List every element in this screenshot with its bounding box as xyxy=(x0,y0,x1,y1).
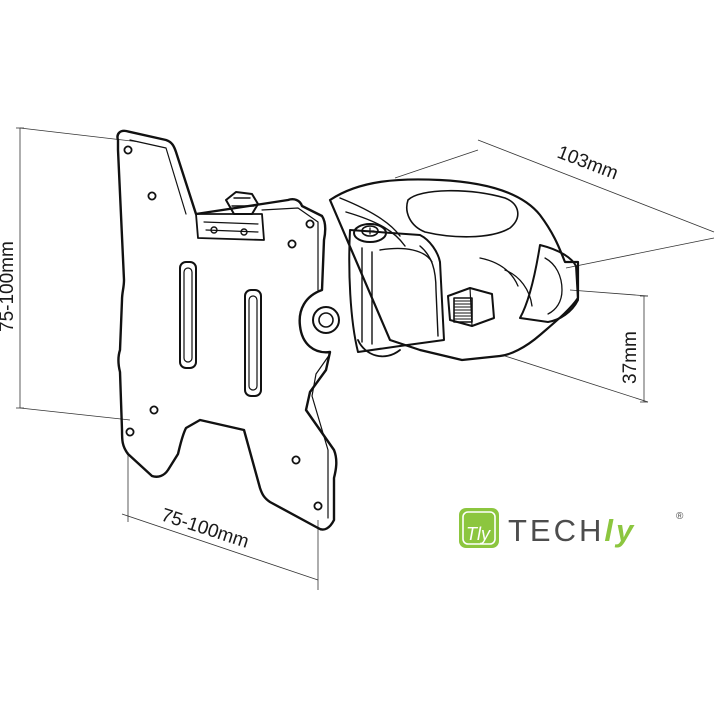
vesa-hole-8 xyxy=(313,501,323,511)
height-extension-top xyxy=(19,127,141,143)
arm-pivot-bolt xyxy=(353,223,387,243)
pivot-boss xyxy=(312,306,340,334)
height-extension-bottom xyxy=(19,407,131,421)
clamp-extension-top xyxy=(569,289,649,297)
plate-outline xyxy=(116,129,338,531)
depth-dimension-label: 103mm xyxy=(554,142,621,184)
clamp-body xyxy=(328,178,580,362)
depth-extension-left xyxy=(394,149,479,179)
clamp-dimension-label: 37mm xyxy=(620,331,641,384)
logo-wordmark-accent: ly xyxy=(604,513,636,548)
depth-dimension-line xyxy=(477,139,715,233)
logo-mark xyxy=(459,508,499,548)
width-dimension-label: 75-100mm xyxy=(158,505,251,553)
clamp-loop-opening xyxy=(406,189,519,238)
logo-mark-text: Tly xyxy=(466,524,491,544)
logo-wordmark: TECHly xyxy=(508,513,636,548)
vesa-hole-3 xyxy=(287,239,297,249)
width-dimension-line xyxy=(121,513,319,581)
height-dimension-label: 75-100mm xyxy=(0,241,18,332)
hinge-bracket xyxy=(195,213,265,241)
vesa-slot-left xyxy=(179,261,197,369)
vesa-hole-5 xyxy=(149,405,159,415)
vesa-hole-6 xyxy=(125,427,135,437)
dimension-lines xyxy=(16,127,715,590)
threaded-bolt xyxy=(447,287,495,327)
tilt-hinge xyxy=(195,191,265,241)
depth-extension-right xyxy=(565,237,715,269)
techly-logo: Tly TECHly ® xyxy=(459,508,684,548)
vesa-hole-4 xyxy=(305,219,315,229)
vesa-hole-2 xyxy=(147,191,157,201)
vesa-hole-1 xyxy=(123,145,133,155)
logo-wordmark-main: TECH xyxy=(508,513,604,548)
hinge-bolt-head xyxy=(225,191,259,215)
arm-block xyxy=(348,229,445,353)
vesa-slot-right xyxy=(244,289,262,397)
vesa-hole-7 xyxy=(291,455,301,465)
vesa-plate xyxy=(116,129,340,531)
clamp-extension-bottom xyxy=(504,355,649,403)
clamp-jaw xyxy=(519,244,579,323)
clamp-assembly xyxy=(328,178,580,362)
logo-registered-mark: ® xyxy=(676,511,684,522)
